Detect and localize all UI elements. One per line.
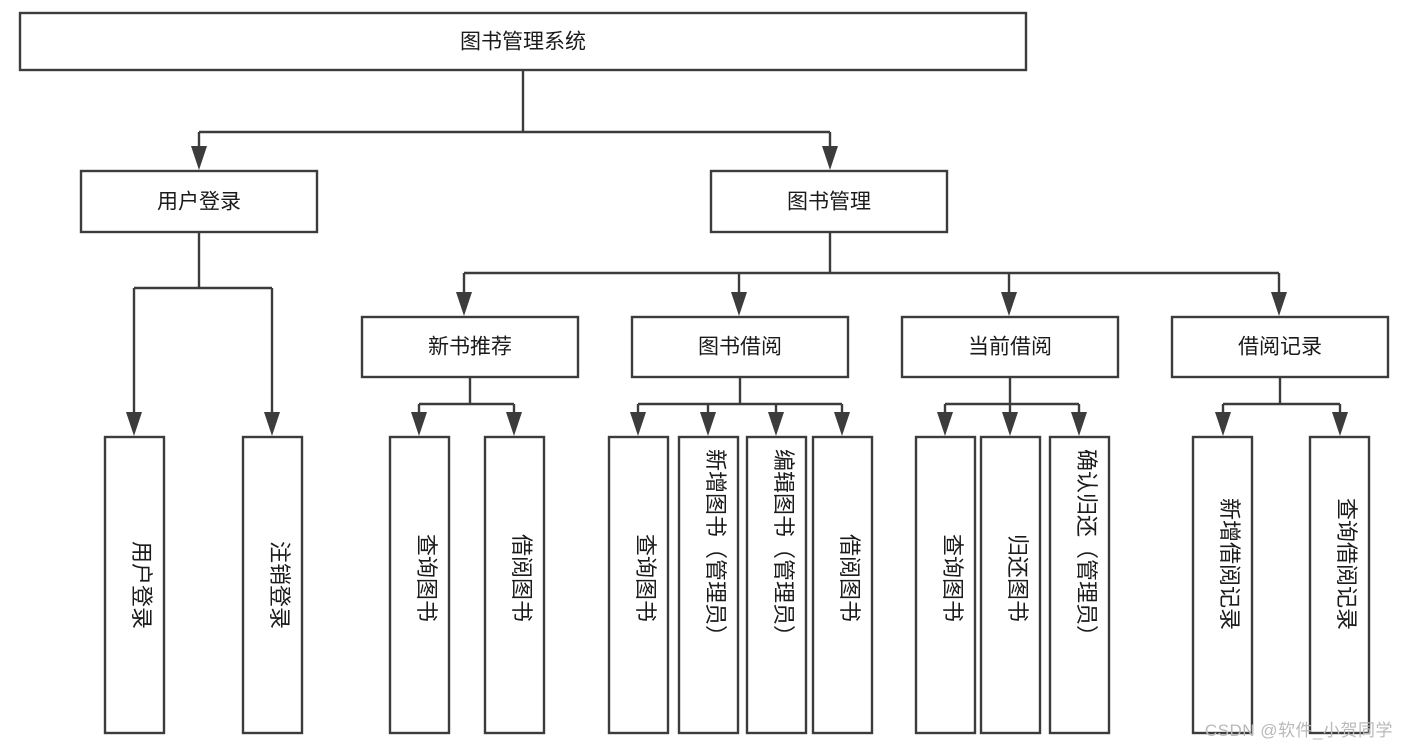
leaf-new-book-0-box[interactable] — [388, 435, 451, 735]
leaf-user-login-0-label: 用户登录 — [129, 541, 154, 629]
leaf-book-borrow-1-label: 新增图书（管理员） — [703, 449, 728, 647]
leaf-book-borrow-3[interactable]: 借阅图书 — [811, 435, 874, 735]
leaf-current-borrow-1-box[interactable] — [979, 435, 1042, 735]
leaf-current-borrow-2[interactable]: 确认归还（管理员） — [1048, 435, 1111, 735]
leaf-current-borrow-0[interactable]: 查询图书 — [914, 435, 977, 735]
arrow-borrow-record-leaf-0 — [1215, 412, 1231, 436]
node-book-borrow-label: 图书借阅 — [698, 336, 782, 359]
connector-group-current-borrow — [937, 378, 1087, 436]
leaf-current-borrow-1[interactable]: 归还图书 — [979, 435, 1042, 735]
node-new-book-recommend[interactable]: 新书推荐 — [360, 315, 580, 379]
node-book-management[interactable]: 图书管理 — [709, 169, 949, 234]
node-new-book-recommend-label: 新书推荐 — [428, 336, 512, 359]
leaf-current-borrow-1-label: 归还图书 — [1005, 534, 1030, 622]
connector-group-new-book — [411, 378, 522, 436]
leaf-book-borrow-1[interactable]: 新增图书（管理员） — [677, 435, 740, 735]
node-borrow-record-box[interactable] — [1170, 315, 1390, 379]
leaf-book-borrow-3-label: 借阅图书 — [837, 534, 862, 622]
node-user-login[interactable]: 用户登录 — [79, 169, 319, 234]
arrow-book-borrow-leaf-1 — [700, 412, 716, 436]
csdn-watermark: CSDN @软件_小贺同学 — [1204, 721, 1393, 740]
node-book-management-label: 图书管理 — [787, 191, 871, 214]
leaf-book-borrow-3-box[interactable] — [811, 435, 874, 735]
leaf-book-borrow-0-label: 查询图书 — [633, 534, 658, 622]
leaf-book-borrow-0-box[interactable] — [607, 435, 670, 735]
leaf-borrow-record-0-box[interactable] — [1191, 435, 1254, 735]
leaf-new-book-1[interactable]: 借阅图书 — [483, 435, 546, 735]
leaf-new-book-1-label: 借阅图书 — [509, 534, 534, 622]
node-book-borrow-box[interactable] — [630, 315, 850, 379]
leaf-current-borrow-2-label: 确认归还（管理员） — [1074, 449, 1099, 647]
node-root[interactable]: 图书管理系统 — [18, 11, 1028, 72]
leaf-new-book-0-label: 查询图书 — [414, 534, 439, 622]
arrow-book-borrow-leaf-2 — [768, 412, 784, 436]
arrow-book-borrow-leaf-0 — [630, 412, 646, 436]
leaf-current-borrow-0-label: 查询图书 — [940, 534, 965, 622]
arrow-new-book-leaf-1 — [506, 412, 522, 436]
leaf-borrow-record-1-label: 查询借阅记录 — [1334, 498, 1359, 630]
node-current-borrow[interactable]: 当前借阅 — [900, 315, 1120, 379]
leaf-user-login-1-box[interactable] — [241, 435, 304, 735]
node-root-label: 图书管理系统 — [460, 31, 586, 54]
arrow-user-login-leaf-0 — [126, 412, 142, 436]
connector-group-root — [191, 70, 838, 170]
node-current-borrow-label: 当前借阅 — [968, 336, 1052, 359]
arrow-book-borrow-leaf-3 — [834, 412, 850, 436]
arrow-root-to-user-login — [191, 146, 207, 170]
leaf-borrow-record-0[interactable]: 新增借阅记录 — [1191, 435, 1254, 735]
leaf-user-login-0[interactable]: 用户登录 — [103, 435, 166, 735]
leaf-borrow-record-1[interactable]: 查询借阅记录 — [1308, 435, 1371, 735]
arrow-current-borrow-leaf-0 — [937, 412, 953, 436]
node-current-borrow-box[interactable] — [900, 315, 1120, 379]
arrow-book-mgmt-to-book-borrow — [731, 292, 747, 316]
leaf-book-borrow-2-label: 编辑图书（管理员） — [771, 449, 796, 647]
arrow-current-borrow-leaf-1 — [1002, 412, 1018, 436]
leaf-current-borrow-0-box[interactable] — [914, 435, 977, 735]
arrow-current-borrow-leaf-2 — [1071, 412, 1087, 436]
leaf-book-borrow-1-box[interactable] — [677, 435, 740, 735]
connector-group-book-mgmt — [456, 233, 1287, 316]
arrow-user-login-leaf-1 — [264, 412, 280, 436]
arrow-new-book-leaf-0 — [411, 412, 427, 436]
node-book-management-box[interactable] — [709, 169, 949, 234]
leaf-book-borrow-2-box[interactable] — [745, 435, 808, 735]
arrow-book-mgmt-to-current-borrow — [1001, 292, 1017, 316]
leaf-book-borrow-0[interactable]: 查询图书 — [607, 435, 670, 735]
arrow-root-to-book-mgmt — [822, 146, 838, 170]
leaf-current-borrow-2-box[interactable] — [1048, 435, 1111, 735]
connector-group-book-borrow — [630, 378, 850, 436]
leaf-new-book-0[interactable]: 查询图书 — [388, 435, 451, 735]
leaf-user-login-1-label: 注销登录 — [267, 541, 292, 629]
leaf-borrow-record-1-box[interactable] — [1308, 435, 1371, 735]
arrow-borrow-record-leaf-1 — [1332, 412, 1348, 436]
leaf-borrow-record-0-label: 新增借阅记录 — [1217, 498, 1242, 630]
leaf-user-login-0-box[interactable] — [103, 435, 166, 735]
connector-group-user-login — [126, 233, 280, 436]
arrow-book-mgmt-to-borrow-record — [1271, 292, 1287, 316]
arrow-book-mgmt-to-new-book — [456, 292, 472, 316]
leaf-book-borrow-2[interactable]: 编辑图书（管理员） — [745, 435, 808, 735]
node-borrow-record-label: 借阅记录 — [1238, 336, 1322, 359]
leaf-new-book-1-box[interactable] — [483, 435, 546, 735]
node-user-login-label: 用户登录 — [157, 191, 241, 214]
node-book-borrow[interactable]: 图书借阅 — [630, 315, 850, 379]
node-root-box[interactable] — [18, 11, 1028, 72]
leaf-user-login-1[interactable]: 注销登录 — [241, 435, 304, 735]
node-new-book-recommend-box[interactable] — [360, 315, 580, 379]
node-user-login-box[interactable] — [79, 169, 319, 234]
connector-group-borrow-record — [1215, 378, 1348, 436]
node-borrow-record[interactable]: 借阅记录 — [1170, 315, 1390, 379]
